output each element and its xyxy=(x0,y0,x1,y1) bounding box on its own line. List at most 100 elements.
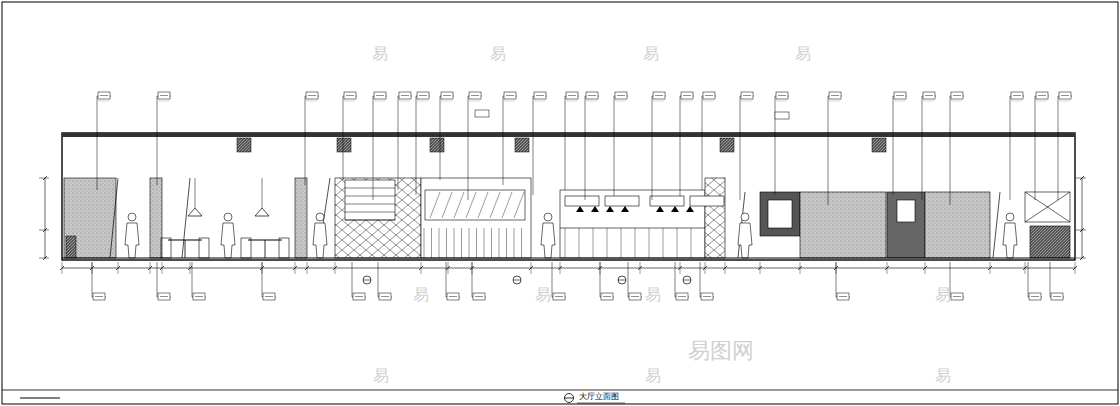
cabinet-shelf xyxy=(605,196,639,206)
tag-text-mark xyxy=(419,95,427,96)
callout-tag xyxy=(158,293,170,300)
tag-text-mark xyxy=(195,296,203,297)
pendant-lamp xyxy=(686,206,694,212)
leader-line xyxy=(262,262,263,297)
person-figure xyxy=(738,213,752,258)
watermark: 易 xyxy=(645,287,661,303)
shelf xyxy=(345,180,395,220)
watermark: 易 xyxy=(490,46,506,62)
callout-tag xyxy=(1036,92,1048,99)
leader-line xyxy=(343,96,344,180)
extension-line xyxy=(531,262,532,274)
ceiling-vent xyxy=(237,138,251,152)
extension-line xyxy=(800,262,801,274)
leader-line xyxy=(565,96,566,190)
extension-line xyxy=(39,178,49,179)
leader-line xyxy=(92,262,93,297)
wood-line xyxy=(514,228,515,258)
leader-line xyxy=(1058,96,1059,200)
tag-text-mark xyxy=(586,101,597,102)
dimension-line xyxy=(45,178,46,258)
chair xyxy=(241,238,251,258)
tag-text-mark xyxy=(778,95,786,96)
section-marker-line xyxy=(618,280,626,281)
wall-panel xyxy=(925,192,990,258)
callout-tag xyxy=(193,293,205,300)
extension-line xyxy=(162,262,163,274)
tag-text-mark xyxy=(417,101,428,102)
wood-line xyxy=(424,228,425,258)
tag-text-mark xyxy=(743,95,751,96)
extension-line xyxy=(118,262,119,274)
hatch-line xyxy=(466,192,476,218)
wall-panel xyxy=(705,178,725,258)
ceiling-vent xyxy=(515,138,529,152)
hall-outline xyxy=(62,133,1075,260)
watermark: 易 xyxy=(373,368,389,384)
tag-text-mark xyxy=(308,95,316,96)
stool xyxy=(66,236,76,258)
leader-line xyxy=(950,96,951,205)
dimension-line xyxy=(62,268,1075,269)
leader-line xyxy=(675,262,676,297)
ceiling-band xyxy=(62,133,1075,137)
leader-line xyxy=(1010,96,1011,200)
tag-text-mark xyxy=(896,95,904,96)
tag-text-mark xyxy=(831,95,839,96)
leader-line xyxy=(472,262,473,297)
callout-tag xyxy=(629,293,641,300)
extension-line xyxy=(925,262,926,274)
hatch-line xyxy=(490,192,500,218)
leader-line xyxy=(416,96,417,195)
extension-line xyxy=(307,262,308,274)
extension-line xyxy=(295,262,296,274)
leader-line xyxy=(446,262,447,297)
leader-line xyxy=(398,96,399,190)
dimension-line xyxy=(1082,178,1083,258)
leader-line xyxy=(1050,262,1051,297)
extension-line xyxy=(421,262,422,274)
tag-text-mark xyxy=(399,101,410,102)
title-bar-line xyxy=(2,390,1118,391)
tag-text-mark xyxy=(536,95,544,96)
chair xyxy=(199,238,209,258)
person-figure xyxy=(313,213,327,258)
pendant-lamp xyxy=(621,206,629,212)
tag-text-mark xyxy=(953,296,961,297)
tag-text-mark xyxy=(555,296,563,297)
callout-tag xyxy=(379,293,391,300)
tag-text-mark xyxy=(839,296,847,297)
shelf xyxy=(1025,192,1070,222)
wood-line xyxy=(439,228,440,258)
tag-text-mark xyxy=(588,95,596,96)
extension-line xyxy=(190,262,191,274)
extension-line xyxy=(990,262,991,274)
section-marker xyxy=(683,276,691,284)
wood-line xyxy=(469,228,470,258)
tag-text-mark xyxy=(705,95,713,96)
callout-tag xyxy=(741,92,753,99)
tag-text-mark xyxy=(617,95,625,96)
tag-text-mark xyxy=(441,101,452,102)
leader-line xyxy=(552,262,553,297)
wood-wall xyxy=(421,178,531,258)
tag-text-mark xyxy=(469,101,480,102)
cabinet-line xyxy=(663,228,664,258)
tag-text-mark xyxy=(1061,95,1069,96)
wood-line xyxy=(454,228,455,258)
cabinet-line xyxy=(677,228,678,258)
hatch-line xyxy=(442,192,452,218)
chair xyxy=(279,238,289,258)
cabinet-line xyxy=(579,228,580,258)
ceiling-vent xyxy=(720,138,734,152)
leader-line xyxy=(503,96,504,185)
extension-line xyxy=(640,262,641,274)
ceiling-vent xyxy=(430,138,444,152)
tag-text-mark xyxy=(534,101,545,102)
wall-panel xyxy=(335,178,421,258)
extension-line xyxy=(150,262,151,274)
ceiling-vent xyxy=(337,138,351,152)
callout-tag xyxy=(829,92,841,99)
callout-tag xyxy=(158,92,170,99)
